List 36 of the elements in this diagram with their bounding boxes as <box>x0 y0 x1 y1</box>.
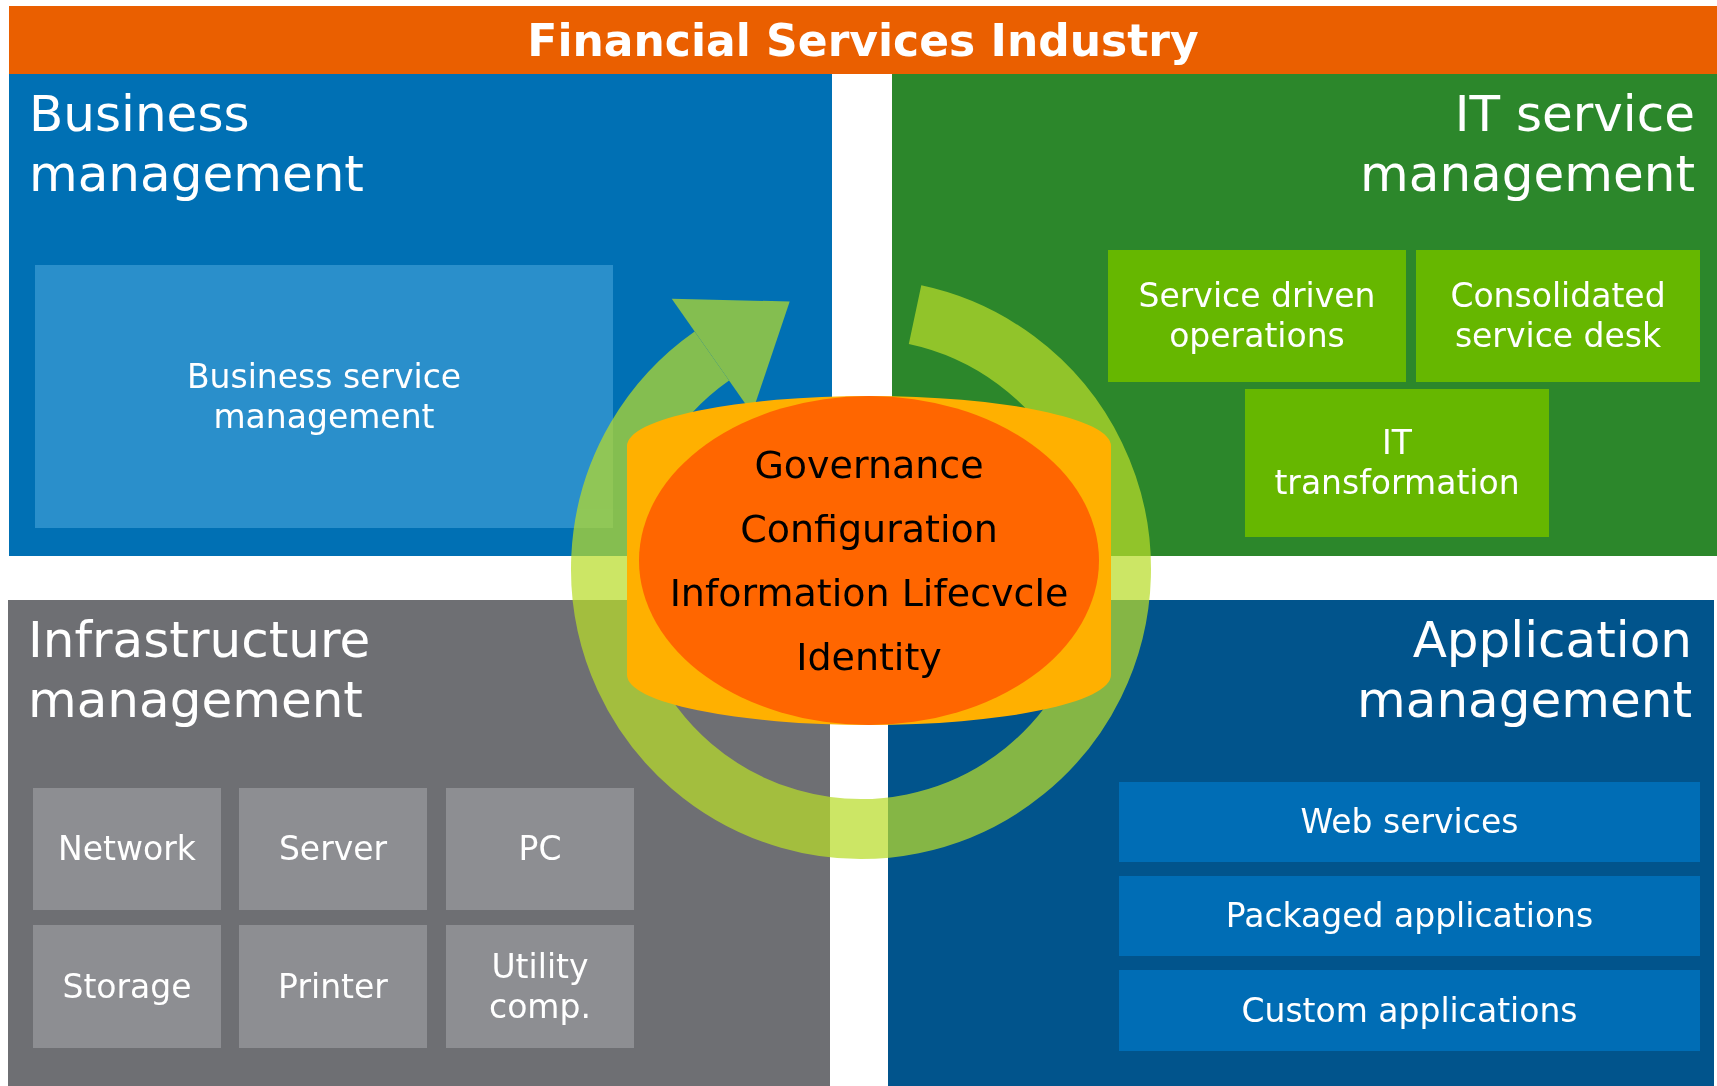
application-box <box>1119 876 1700 956</box>
box-label: Custom applications <box>1240 990 1579 1031</box>
component-box <box>33 925 221 1048</box>
box-label: Storage <box>61 966 193 1007</box>
component-box <box>446 788 634 910</box>
box-label: PC <box>517 829 563 869</box>
box-label: Utility comp. <box>488 946 592 1027</box>
quadrant-heading: Infrastructure management <box>28 610 368 730</box>
box-label: Server <box>277 829 389 869</box>
box-label: Consolidated service desk <box>1449 276 1667 356</box>
component-box <box>446 925 634 1048</box>
component-box <box>239 925 427 1048</box>
title-text: Financial Services Industry <box>527 14 1199 66</box>
box-label: IT transformation <box>1273 423 1521 503</box>
service-box <box>1108 250 1406 382</box>
quadrant-heading: IT service management <box>1359 84 1695 204</box>
core-topic: Governance <box>754 441 984 489</box>
box-label: Network <box>57 829 197 869</box>
core-topic: Information Lifecvcle <box>669 569 1069 617</box>
box-label: Service driven operations <box>1137 276 1377 356</box>
box-label: Packaged applications <box>1224 896 1595 936</box>
box-label: Web services <box>1299 802 1520 842</box>
service-box <box>1245 389 1549 537</box>
component-box <box>33 788 221 910</box>
box-label: Business service management <box>185 356 463 437</box>
component-box <box>239 788 427 910</box>
core-cylinder <box>627 396 1111 725</box>
box-label: Printer <box>277 966 389 1007</box>
core-topic: Identity <box>796 633 942 681</box>
core-topic: Configuration <box>740 505 998 553</box>
quadrant-heading: Business management <box>29 84 365 204</box>
quadrant-heading: Application management <box>1356 610 1692 730</box>
application-box <box>1119 782 1700 862</box>
service-box <box>35 265 613 528</box>
application-box <box>1119 970 1700 1051</box>
service-box <box>1416 250 1700 382</box>
